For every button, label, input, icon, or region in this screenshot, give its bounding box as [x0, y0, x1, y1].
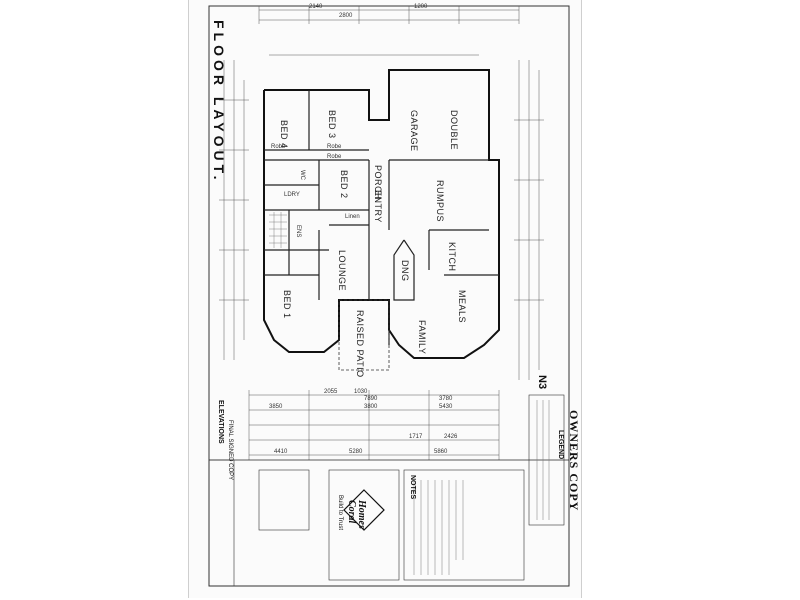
room-bed-4: BED 4 — [279, 120, 289, 149]
room-meals: MEALS — [457, 290, 467, 323]
room-porch: PORCH — [373, 165, 383, 200]
room-robe-3: Robe — [327, 154, 342, 160]
room-entry: ENTRY — [373, 190, 383, 223]
legend-lines — [536, 400, 550, 520]
room-family: FAMILY — [417, 320, 427, 354]
brand-tagline: Build to Trust — [337, 495, 343, 530]
room-ldry: LDRY — [284, 192, 300, 198]
left-dimension-lines — [219, 60, 249, 360]
brand-name-2: Homes — [356, 499, 367, 529]
title-block-left-strip — [208, 459, 235, 587]
dim-bottom-9: 2426 — [444, 434, 458, 440]
dim-bottom-1: 3850 — [269, 404, 283, 410]
internal-walls — [264, 90, 499, 345]
drawing-sheet: 2800 2140 1200 — [188, 0, 582, 598]
room-robe-2: Robe — [327, 144, 342, 150]
room-bed-1: BED 1 — [282, 290, 292, 319]
room-dng: DNG — [400, 260, 410, 282]
notes-text-lines — [413, 480, 464, 575]
legend-box — [528, 394, 565, 526]
dim-bottom-8: 1717 — [409, 434, 423, 440]
room-bed-2: BED 2 — [339, 170, 349, 199]
notes-title: NOTES — [409, 475, 416, 499]
floor-layout-title: FLOOR LAYOUT. — [211, 20, 227, 184]
room-rumpus: RUMPUS — [435, 180, 445, 222]
room-bed-3: BED 3 — [327, 110, 337, 139]
right-dimension-lines — [514, 60, 544, 380]
legend-title: LEGEND — [557, 430, 564, 459]
sheet-code: N3 — [536, 375, 548, 389]
patio-outline — [338, 299, 390, 371]
dim-bottom-7: 3780 — [439, 396, 453, 402]
dim-bottom-11: 5280 — [349, 449, 363, 455]
notes-box — [403, 469, 525, 581]
brand-name-1: Coral — [346, 500, 357, 524]
room-garage: GARAGE — [409, 110, 419, 152]
room-kitch: KITCH — [447, 242, 457, 272]
room-wc: WC — [299, 170, 305, 181]
dim-bottom-10: 4410 — [274, 449, 288, 455]
dim-top-1: 2800 — [339, 13, 353, 19]
dim-top-3: 1200 — [414, 4, 428, 10]
room-ens: ENS — [295, 225, 301, 237]
dim-bottom-12: 5860 — [434, 449, 448, 455]
room-linen: Linen — [345, 214, 360, 220]
ensuite-tiles — [269, 212, 287, 248]
room-lounge: LOUNGE — [337, 250, 347, 291]
house-outline — [263, 69, 500, 359]
final-signed-label: FINAL SIGNED COPY — [227, 420, 233, 480]
coral-homes-logo-icon — [343, 489, 385, 531]
dim-bottom-6: 7890 — [364, 396, 378, 402]
dim-bottom-2: 3800 — [364, 404, 378, 410]
dim-bottom-5: 1030 — [354, 389, 368, 395]
top-dimension-lines — [258, 6, 520, 56]
elevations-label: ELEVATIONS — [217, 400, 224, 444]
bottom-dimension-lines — [248, 390, 500, 460]
owners-copy-label: OWNERS COPY — [567, 410, 581, 512]
dim-bottom-3: 5430 — [439, 404, 453, 410]
dim-bottom-4: 2055 — [324, 389, 338, 395]
floor-plan-drawing: 2800 2140 1200 — [208, 4, 570, 587]
room-robe-1: Robe — [271, 144, 286, 150]
brand-box — [328, 469, 400, 581]
title-block — [208, 459, 570, 587]
title-block-info-box — [258, 469, 310, 531]
dim-top-2: 2140 — [309, 4, 323, 10]
room-double: DOUBLE — [449, 110, 459, 150]
room-raised-patio: RAISED PATIO — [355, 310, 365, 378]
